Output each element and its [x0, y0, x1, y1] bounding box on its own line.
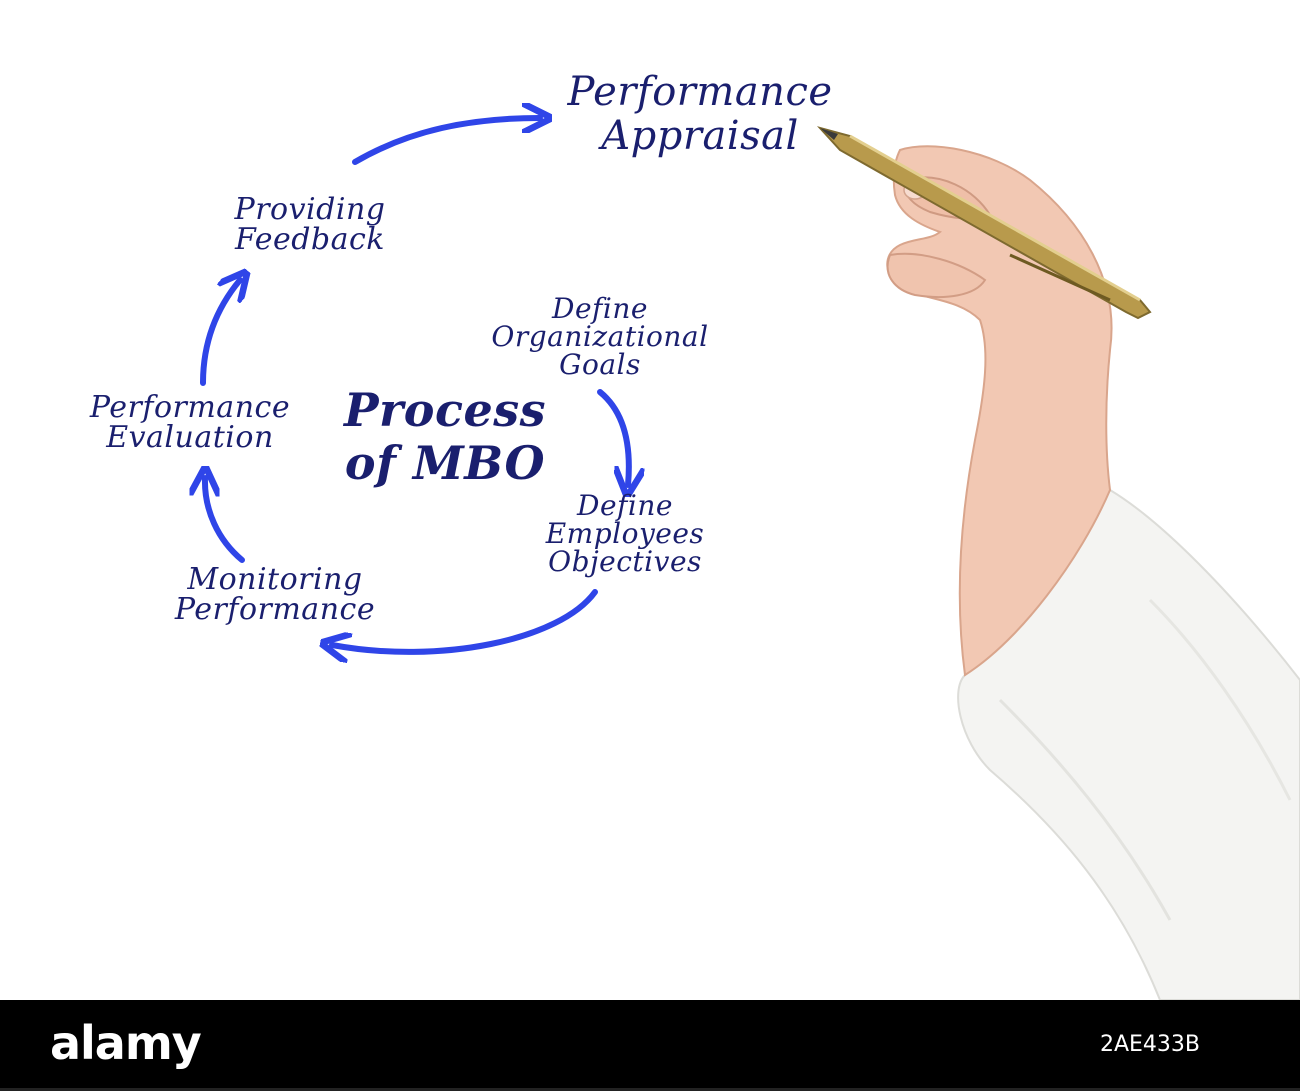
arrow-org-to-employees — [597, 389, 629, 485]
arrow-employees-to-monitoring — [332, 589, 598, 652]
watermark-logo: alamy — [50, 1016, 202, 1070]
step-define-employees-objectives: Define Employees Objectives — [545, 489, 705, 578]
step-define-organizational-goals: Define Organizational Goals — [491, 292, 709, 381]
diagram-arrows — [0, 0, 1300, 1000]
step-monitoring-performance: Monitoring Performance — [174, 562, 376, 627]
watermark-footer: alamy 2AE433B — [0, 1000, 1300, 1091]
arrow-feedback-to-appraisal — [352, 118, 540, 165]
pen-icon — [816, 126, 1152, 320]
arrow-evaluation-to-feedback — [200, 280, 240, 386]
footer-divider — [0, 1088, 1300, 1091]
hand-holding-pen-icon — [816, 126, 1300, 1000]
arrow-monitoring-to-evaluation — [205, 478, 245, 563]
step-performance-appraisal: Performance Appraisal — [567, 69, 833, 159]
diagram-center-title: Process of MBO — [343, 383, 547, 490]
step-providing-feedback: Providing Feedback — [234, 192, 386, 257]
diagram-canvas: Performance Appraisal Providing Feedback… — [0, 0, 1300, 1000]
watermark-image-id: 2AE433B — [1099, 1032, 1200, 1057]
step-performance-evaluation: Performance Evaluation — [89, 390, 291, 455]
